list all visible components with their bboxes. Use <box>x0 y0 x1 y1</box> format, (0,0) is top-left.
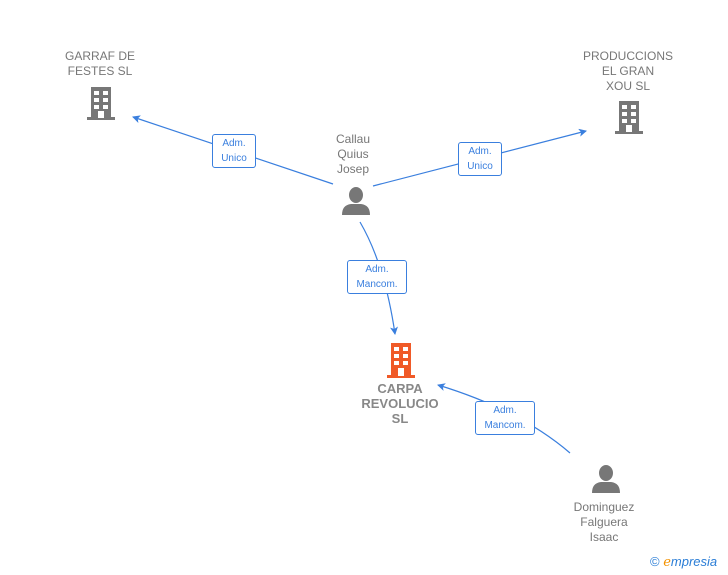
relation-line: Mancom. <box>356 279 398 290</box>
relation-line: Adm. <box>493 405 517 416</box>
building-icon-main[interactable] <box>385 342 417 378</box>
node-carpa-label[interactable]: CARPA REVOLUCIO SL <box>361 381 438 426</box>
relation-label[interactable]: Adm. Mancom. <box>347 260 407 294</box>
label-line: SL <box>391 411 409 426</box>
relation-line: Unico <box>467 161 493 172</box>
label-line: Quius <box>337 147 369 161</box>
label-line: Falguera <box>580 515 628 529</box>
label-line: PRODUCCIONS <box>582 49 674 63</box>
relation-label[interactable]: Adm. Mancom. <box>475 401 535 435</box>
relation-line: Adm. <box>365 264 389 275</box>
person-icon[interactable] <box>341 186 371 216</box>
relation-label[interactable]: Adm. Unico <box>458 142 502 176</box>
label-line: CARPA <box>377 381 423 396</box>
relation-label[interactable]: Adm. Unico <box>212 134 256 168</box>
node-callau-label[interactable]: Callau Quius Josep <box>336 132 370 177</box>
node-producciones-label[interactable]: PRODUCCIONS EL GRAN XOU SL <box>583 49 673 94</box>
label-line: EL GRAN <box>601 64 655 78</box>
building-icon[interactable] <box>85 86 117 120</box>
relation-line: Adm. <box>468 146 492 157</box>
node-garraf-label[interactable]: GARRAF DE FESTES SL <box>65 49 135 79</box>
label-line: XOU SL <box>605 79 651 93</box>
brand-initial: e <box>663 555 671 570</box>
relation-line: Unico <box>221 153 247 164</box>
label-line: Dominguez <box>573 500 635 514</box>
label-line: REVOLUCIO <box>361 396 439 411</box>
label-line: GARRAF DE <box>64 49 136 63</box>
relation-line: Mancom. <box>484 420 526 431</box>
label-line: Josep <box>336 162 370 176</box>
relation-line: Adm. <box>222 138 246 149</box>
person-icon[interactable] <box>591 464 621 494</box>
label-line: Isaac <box>589 530 619 544</box>
label-line: FESTES SL <box>67 64 133 78</box>
building-icon[interactable] <box>613 100 645 134</box>
label-line: Callau <box>335 132 371 146</box>
brand-name: mpresia <box>670 554 718 569</box>
empresia-logo[interactable]: © empresia <box>650 554 717 570</box>
copyright-icon: © <box>650 554 660 569</box>
node-dominguez-label[interactable]: Dominguez Falguera Isaac <box>574 500 635 545</box>
